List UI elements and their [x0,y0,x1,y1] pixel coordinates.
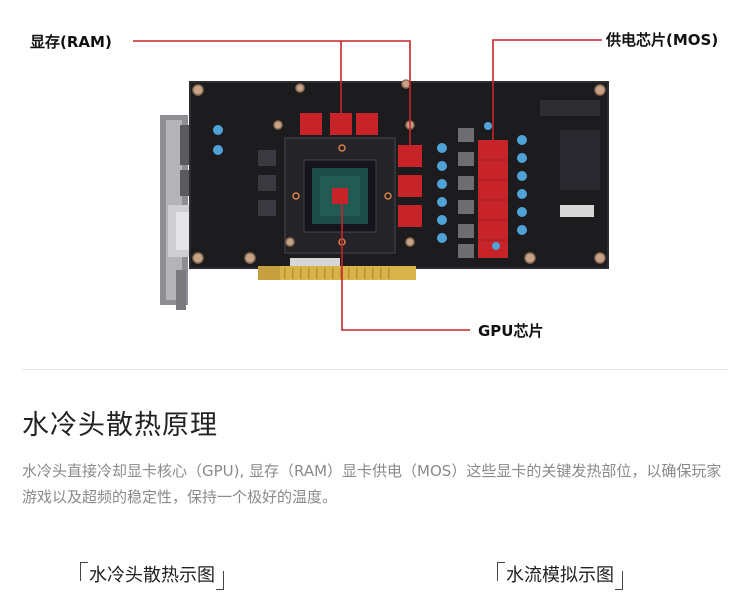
ram-label: 显存(RAM) [30,33,112,51]
gpu-label: GPU芯片 [478,322,544,340]
bracket-right-icon [615,571,623,590]
ram-chip [398,175,422,197]
section-divider [22,369,728,370]
ram-chip [356,113,378,135]
bracket-left-icon [80,562,88,581]
mos-label: 供电芯片(MOS) [606,31,719,49]
gpu-board-figure: 显存(RAM) 供电芯片(MOS) GPU芯片 [30,31,719,340]
caption-text: 水冷头散热示图 [89,565,215,586]
ram-chip [398,205,422,227]
caption-cooling-diagram: 水冷头散热示图 [80,561,224,591]
graphics-card-illustration [133,39,609,331]
caption-text: 水流模拟示图 [506,565,614,586]
ram-chip [330,113,352,135]
ram-chip [398,145,422,167]
ram-chip [300,113,322,135]
caption-waterflow-diagram: 水流模拟示图 [497,561,623,591]
pcie-connector [258,266,416,280]
section-description: 水冷头直接冷却显卡核心（GPU), 显存（RAM）显卡供电（MOS）这些显卡的关… [22,462,722,506]
bracket-left-icon [497,562,505,581]
callout-lines [133,39,602,331]
section-title: 水冷头散热原理 [22,410,218,441]
bracket-right-icon [216,571,224,590]
